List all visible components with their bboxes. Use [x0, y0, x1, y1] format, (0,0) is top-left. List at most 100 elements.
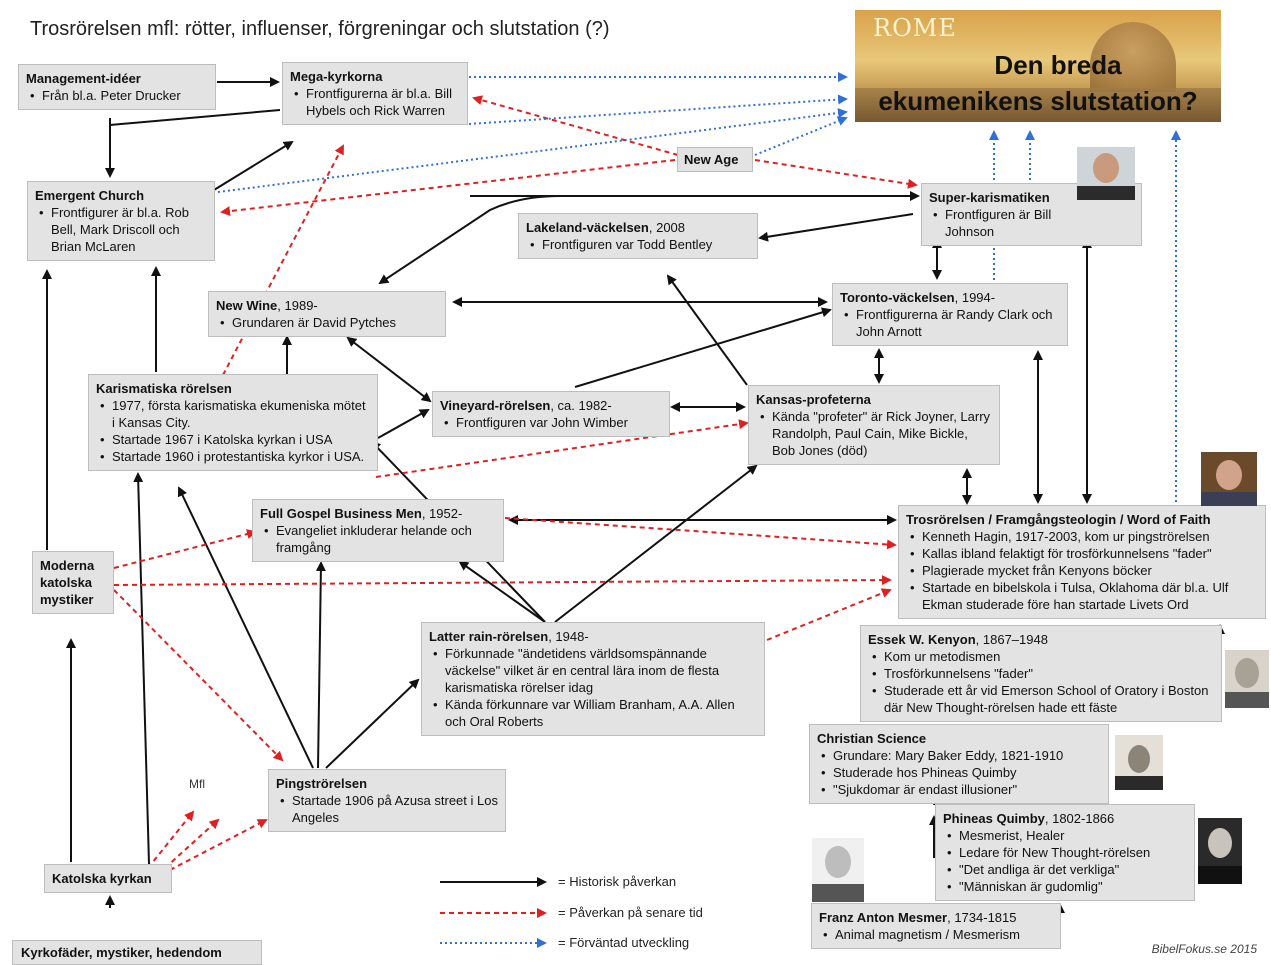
- node-latter: Latter rain-rörelsen, 1948- Förkunnade "…: [421, 622, 765, 736]
- legend-expected: = Förväntad utveckling: [558, 935, 690, 950]
- node-item: Frontfiguren var John Wimber: [444, 414, 662, 431]
- node-item: "Det andliga är det verkliga": [947, 861, 1187, 878]
- node-year: , ca. 1982-: [550, 398, 612, 413]
- node-year: , 1948-: [548, 629, 589, 644]
- portrait-kenneth-hagin: [1201, 452, 1257, 506]
- rome-destination-image: ROME Den breda ekumenikens slutstation?: [855, 10, 1221, 122]
- legend-later: = Påverkan på senare tid: [558, 905, 703, 920]
- node-item: Frontfiguren är Bill Johnson: [933, 206, 1081, 240]
- node-mesmer: Franz Anton Mesmer, 1734-1815 Animal mag…: [811, 903, 1061, 949]
- node-management: Management-idéer Från bl.a. Peter Drucke…: [18, 64, 216, 110]
- node-newage: New Age: [677, 147, 753, 172]
- node-year: , 1994-: [954, 290, 996, 305]
- node-heading: Karismatiska rörelsen: [96, 381, 232, 396]
- legend-lines: [440, 877, 547, 948]
- node-item: Plagierade mycket från Kenyons böcker: [910, 562, 1258, 579]
- node-tros: Trosrörelsen / Framgångsteologin / Word …: [898, 505, 1266, 619]
- portrait-essek-kenyon: [1225, 650, 1269, 708]
- credit-text: BibelFokus.se 2015: [1151, 942, 1257, 956]
- destination-line2: ekumenikens slutstation?: [878, 86, 1198, 116]
- node-karis: Karismatiska rörelsen 1977, första karis…: [88, 374, 378, 471]
- node-item: Grundaren är David Pytches: [220, 314, 438, 331]
- node-year: , 1802-1866: [1044, 811, 1115, 826]
- node-item: Kom ur metodismen: [872, 648, 1214, 665]
- node-item: Startade en bibelskola i Tulsa, Oklahoma…: [910, 579, 1258, 613]
- node-quimby: Phineas Quimby, 1802-1866 Mesmerist, Hea…: [935, 804, 1195, 901]
- node-item: "Människan är gudomlig": [947, 878, 1187, 895]
- node-item: Förkunnade "ändetidens världsomspännande…: [433, 645, 757, 696]
- destination-line1: Den breda: [994, 50, 1122, 80]
- node-heading: Kyrkofäder, mystiker, hedendom: [21, 945, 222, 960]
- node-heading: Kansas-profeterna: [756, 392, 871, 407]
- node-item: Evangeliet inkluderar helande och framgå…: [264, 522, 496, 556]
- node-item: Startade 1906 på Azusa street i Los Ange…: [280, 792, 498, 826]
- node-pingst: Pingströrelsen Startade 1906 på Azusa st…: [268, 769, 506, 832]
- node-heading: Super-karismatiken: [929, 190, 1050, 205]
- historic-arrows: [42, 77, 1225, 918]
- node-heading: Toronto-väckelsen: [840, 290, 955, 305]
- node-item: 1977, första karismatiska ekumeniska möt…: [100, 397, 370, 431]
- node-christian: Christian Science Grundare: Mary Baker E…: [809, 724, 1109, 804]
- later-arrows: [113, 95, 918, 871]
- node-item: Animal magnetism / Mesmerism: [823, 926, 1053, 943]
- node-item: Frontfiguren var Todd Bentley: [530, 236, 750, 253]
- node-item: Frontfigurerna är bl.a. Bill Hybels och …: [294, 85, 460, 119]
- node-heading: Lakeland-väckelsen: [526, 220, 649, 235]
- super-karis-links: [378, 191, 920, 285]
- node-heading: Franz Anton Mesmer: [819, 910, 948, 925]
- node-mega: Mega-kyrkorna Frontfigurerna är bl.a. Bi…: [282, 62, 468, 125]
- node-toronto: Toronto-väckelsen, 1994- Frontfigurerna …: [832, 283, 1068, 346]
- node-lakeland: Lakeland-väckelsen, 2008 Frontfiguren va…: [518, 213, 758, 259]
- dome-silhouette: [1090, 22, 1176, 92]
- node-item: Kenneth Hagin, 1917-2003, kom ur pingstr…: [910, 528, 1258, 545]
- historic-curve: [109, 109, 281, 126]
- node-item: Startade 1960 i protestantiska kyrkor i …: [100, 448, 370, 465]
- node-item: Från bl.a. Peter Drucker: [30, 87, 208, 104]
- node-year: , 1734-1815: [947, 910, 1017, 925]
- node-item: Studerade ett år vid Emerson School of O…: [872, 682, 1214, 716]
- node-heading: Christian Science: [817, 731, 927, 746]
- city-silhouette: [855, 88, 1221, 122]
- node-item: Kända "profeter" är Rick Joyner, Larry R…: [760, 408, 992, 459]
- portrait-bill-johnson: [1077, 147, 1135, 200]
- node-item: "Sjukdomar är endast illusioner": [821, 781, 1101, 798]
- node-item: Frontfigurerna är Randy Clark och John A…: [844, 306, 1060, 340]
- node-item: Grundare: Mary Baker Eddy, 1821-1910: [821, 747, 1101, 764]
- node-vineyard: Vineyard-rörelsen, ca. 1982- Frontfigure…: [432, 391, 670, 437]
- rome-label: ROME: [873, 14, 957, 42]
- node-fullgospel: Full Gospel Business Men, 1952- Evangeli…: [252, 499, 504, 562]
- node-heading: Management-idéer: [26, 71, 141, 86]
- node-item: Kallas ibland felaktigt för trosförkunne…: [910, 545, 1258, 562]
- node-item: Mesmerist, Healer: [947, 827, 1187, 844]
- node-item: Ledare för New Thought-rörelsen: [947, 844, 1187, 861]
- node-heading: New Wine: [216, 298, 278, 313]
- node-newwine: New Wine, 1989- Grundaren är David Pytch…: [208, 291, 446, 337]
- node-heading: Katolska kyrkan: [52, 871, 152, 886]
- node-year: , 1989-: [277, 298, 318, 313]
- node-item: Kända förkunnare var William Branham, A.…: [433, 696, 757, 730]
- node-heading: Phineas Quimby: [943, 811, 1045, 826]
- mfl-label: Mfl: [189, 777, 205, 791]
- node-heading: Essek W. Kenyon: [868, 632, 976, 647]
- node-emergent: Emergent Church Frontfigurer är bl.a. Ro…: [27, 181, 215, 261]
- node-heading: Vineyard-rörelsen: [440, 398, 551, 413]
- node-heading: New Age: [684, 152, 739, 167]
- node-heading: Latter rain-rörelsen: [429, 629, 549, 644]
- node-year: , 2008: [648, 220, 686, 235]
- portrait-mary-baker-eddy: [1115, 735, 1163, 790]
- node-heading: Full Gospel Business Men: [260, 506, 422, 521]
- node-katolska: Katolska kyrkan: [44, 864, 172, 893]
- node-kenyon: Essek W. Kenyon, 1867–1948 Kom ur metodi…: [860, 625, 1222, 722]
- node-item: Studerade hos Phineas Quimby: [821, 764, 1101, 781]
- node-year: , 1952-: [421, 506, 463, 521]
- node-item: Frontfigurer är bl.a. Rob Bell, Mark Dri…: [39, 204, 207, 255]
- node-heading: Moderna katolska mystiker: [40, 558, 95, 607]
- node-moderna: Moderna katolska mystiker: [32, 551, 114, 614]
- portrait-franz-mesmer: [812, 838, 864, 902]
- node-year: , 1867–1948: [975, 632, 1048, 647]
- portrait-phineas-quimby: [1198, 818, 1242, 884]
- bidirectional-arrows: [346, 238, 1092, 525]
- diagram-title: Trosrörelsen mfl: rötter, influenser, fö…: [30, 18, 610, 40]
- node-heading: Trosrörelsen / Framgångsteologin / Word …: [906, 512, 1211, 527]
